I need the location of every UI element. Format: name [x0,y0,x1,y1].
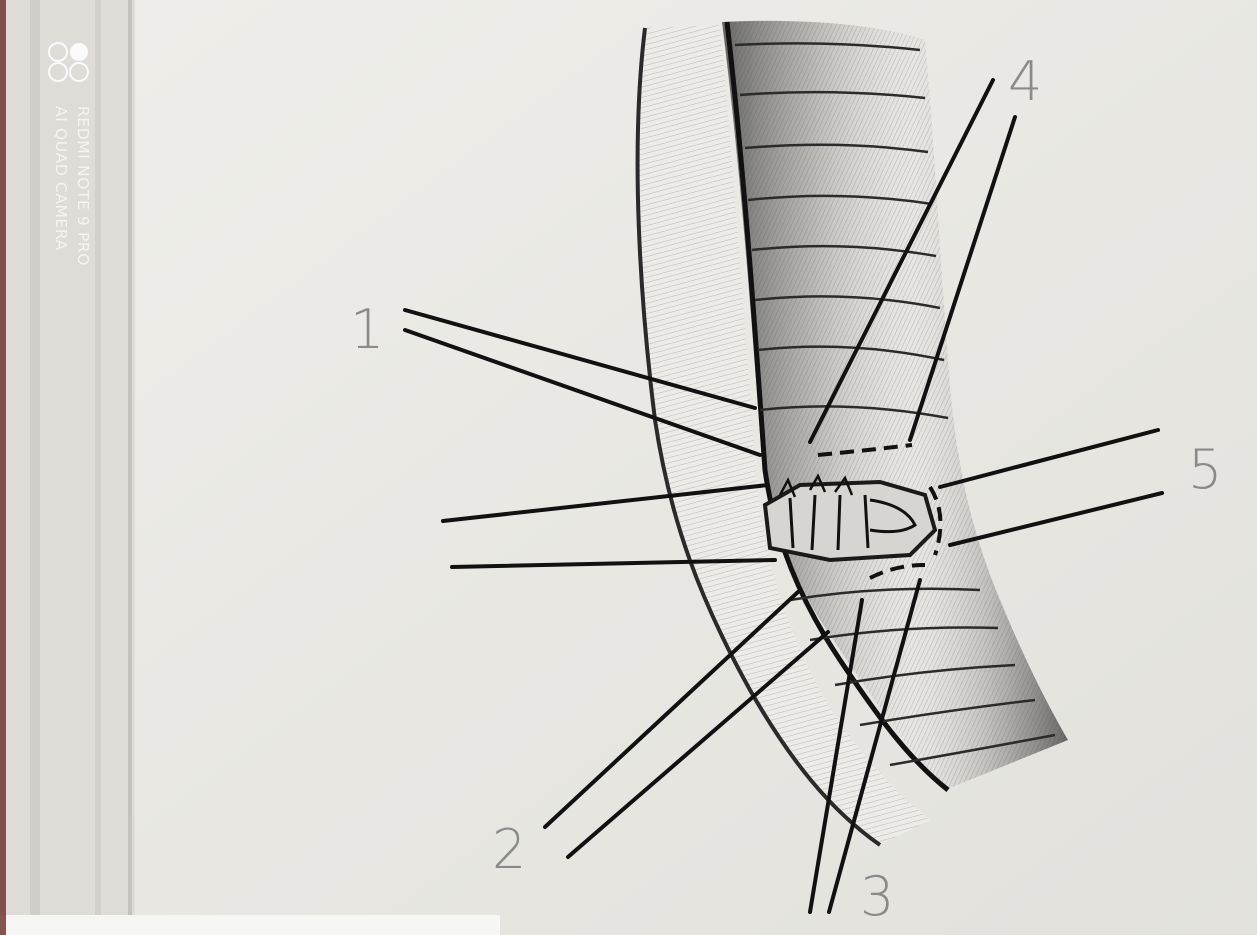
label-1: 1 [350,298,384,361]
camera-logo-icon [44,40,94,92]
label-5: 5 [1188,438,1222,501]
paper-strip-bottom [0,915,500,935]
watermark-camera: AI QUAD CAMERA [52,106,70,251]
label-2: 2 [492,818,526,881]
camera-watermark: REDMI NOTE 9 PRO AI QUAD CAMERA [44,40,96,330]
left-edge [0,0,6,935]
page-edge-line [128,0,132,935]
watermark-device: REDMI NOTE 9 PRO [74,106,92,266]
label-4: 4 [1008,50,1042,113]
page-edge-line [30,0,40,935]
label-3: 3 [860,865,894,928]
